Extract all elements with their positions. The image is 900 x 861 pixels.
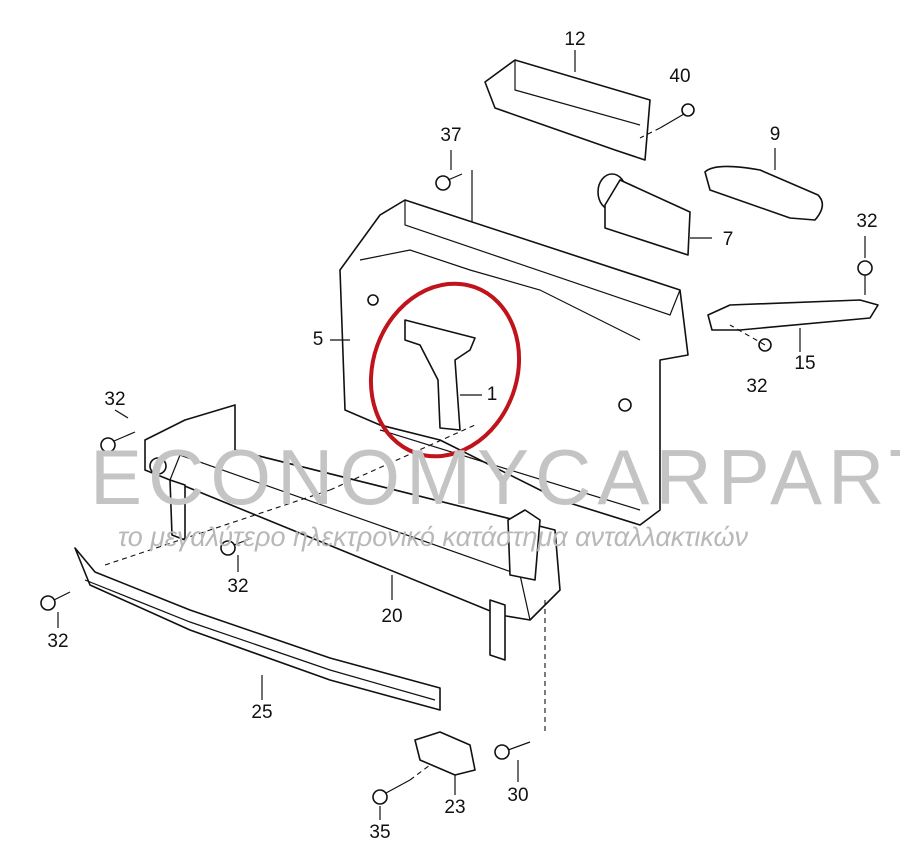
bolt-32-lower-left [40,591,71,628]
label-part-30: 30 [507,785,529,806]
label-part-40: 40 [669,66,691,87]
bolt-30 [494,741,531,782]
label-part-9: 9 [769,124,781,145]
part-15-bracket [707,299,879,352]
label-part-1: 1 [486,384,498,405]
part-7-duct [597,173,712,256]
part-23-bracket [414,731,476,795]
label-part-25: 25 [251,702,273,723]
bolt-32-left [100,409,136,453]
label-part-37: 37 [440,125,462,146]
part-25-impact-strip [74,547,441,711]
bolt-32-middle [220,537,253,572]
label-part-5: 5 [312,329,324,350]
label-part-12: 12 [564,29,586,50]
part-20-crossmember [104,404,561,735]
label-part-32-left: 32 [104,389,126,410]
label-part-7: 7 [722,229,734,250]
label-part-32-middle: 32 [227,576,249,597]
label-part-32-lower-left: 32 [47,631,69,652]
label-part-20: 20 [381,606,403,627]
part-5-lock-carrier [330,199,689,526]
part-12-trim [484,50,651,161]
label-part-23: 23 [444,797,466,818]
label-part-32-right: 32 [746,376,768,397]
label-part-35: 35 [369,822,391,843]
highlight-circle [368,281,522,459]
bolt-35 [372,764,431,820]
part-1-bracket [404,319,482,431]
bolt-32-upper-right [857,236,873,295]
label-part-32-upper-right: 32 [856,211,878,232]
label-part-15: 15 [794,353,816,374]
bolt-40 [639,103,695,139]
part-9-cover [704,148,824,221]
